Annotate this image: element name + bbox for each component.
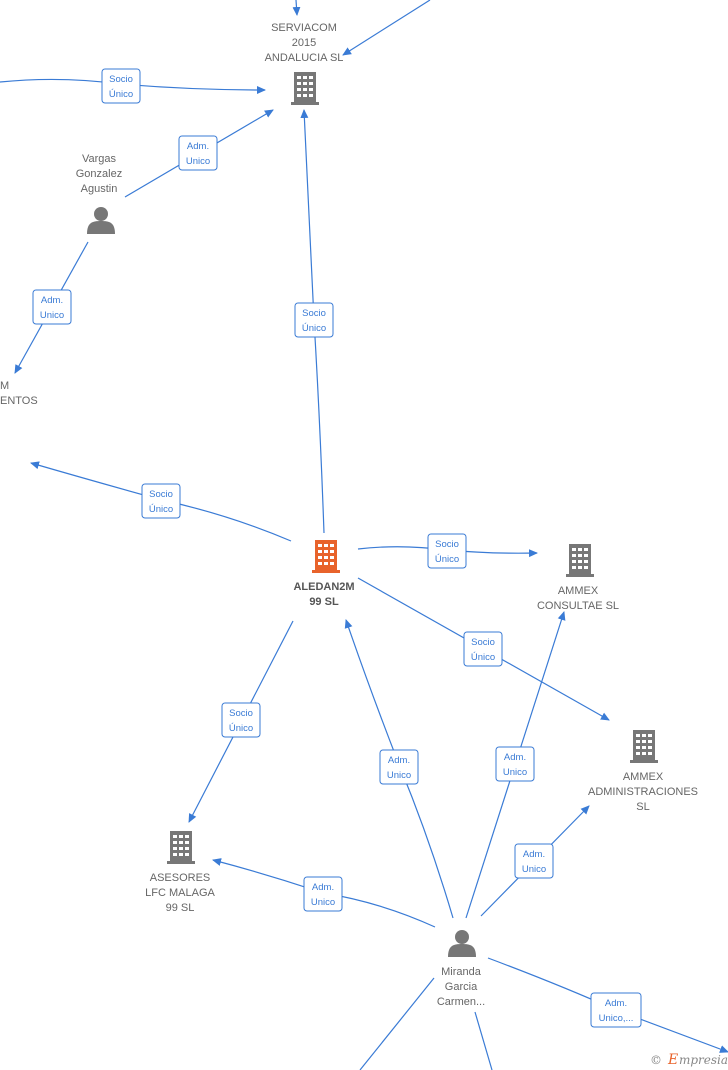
building-icon — [291, 72, 319, 105]
edge-label[interactable]: Adm. Unico — [178, 135, 218, 171]
node-label-line: M — [0, 380, 9, 392]
person-icon — [87, 207, 115, 234]
edge-label[interactable]: Adm. Unico — [379, 749, 419, 785]
edge-label-line2: Único — [149, 504, 173, 515]
edge-label-line1: Adm. — [523, 849, 545, 860]
node-ammex-admin[interactable]: AMMEX ADMINISTRACIONES SL — [588, 730, 698, 813]
edge-label-line1: Adm. — [605, 998, 627, 1009]
building-icon — [566, 544, 594, 577]
edge-label-line1: Adm. — [504, 752, 526, 763]
edge-label-line2: Unico — [387, 770, 411, 781]
edge-label-line1: Socio — [471, 637, 495, 648]
brand-initial: E — [667, 1052, 678, 1068]
node-label-line: Carmen... — [437, 996, 485, 1008]
edge-label[interactable]: Socio Único — [221, 702, 261, 738]
node-label-line: LFC MALAGA — [145, 887, 215, 899]
edge-label-line2: Unico — [186, 156, 210, 167]
node-serviacom[interactable]: SERVIACOM 2015 ANDALUCIA SL — [265, 22, 344, 105]
node-label-line: ADMINISTRACIONES — [588, 786, 698, 798]
node-label-line: AMMEX — [623, 771, 664, 783]
edge-topright-to-serviacom — [342, 0, 431, 56]
edge-label-line1: Socio — [149, 489, 173, 500]
person-icon — [448, 930, 476, 957]
edge-label[interactable]: Adm. Unico — [514, 843, 554, 879]
edge-labels: Socio Único Adm. Unico Adm. Unico Socio … — [32, 68, 642, 1028]
brand-name: mpresia — [679, 1053, 728, 1067]
node-label-line: ANDALUCIA SL — [265, 52, 344, 64]
node-miranda[interactable]: Miranda Garcia Carmen... — [437, 930, 485, 1008]
edge-label-line2: Único — [471, 652, 495, 663]
building-icon — [630, 730, 658, 763]
edge-label-line2: Unico — [522, 864, 546, 875]
node-label-line: ENTOS — [0, 395, 38, 407]
edge-label[interactable]: Adm. Unico,... — [590, 992, 642, 1028]
edge-label-line1: Adm. — [41, 295, 63, 306]
edge-label-line1: Adm. — [187, 141, 209, 152]
edge-label-line1: Socio — [302, 308, 326, 319]
edge-label-line2: Unico,... — [599, 1013, 634, 1024]
edge-label-line1: Socio — [229, 708, 253, 719]
edge-label-line2: Único — [435, 554, 459, 565]
node-vargas[interactable]: Vargas Gonzalez Agustin — [76, 153, 122, 234]
node-ammex-consultae[interactable]: AMMEX CONSULTAE SL — [537, 544, 619, 612]
edge-label-line1: Adm. — [312, 882, 334, 893]
edge-label-line2: Único — [109, 89, 133, 100]
edge-label[interactable]: Adm. Unico — [32, 289, 72, 325]
building-icon — [167, 831, 195, 864]
node-aledan[interactable]: ALEDAN2M 99 SL — [293, 540, 355, 608]
edge-label-line2: Único — [302, 323, 326, 334]
node-label-line: 2015 — [292, 37, 316, 49]
edge-label-line2: Único — [229, 723, 253, 734]
node-label-line: Vargas — [82, 153, 117, 165]
edge-label-line2: Unico — [40, 310, 64, 321]
edge-label-line2: Unico — [311, 897, 335, 908]
node-partial-left[interactable]: M ENTOS — [0, 380, 38, 407]
node-label-line: Agustin — [81, 183, 118, 195]
node-label-line: 99 SL — [166, 902, 195, 914]
edge-label-line1: Socio — [435, 539, 459, 550]
edge-label[interactable]: Socio Único — [294, 302, 334, 338]
edge-label[interactable]: Socio Único — [101, 68, 141, 104]
edge-miranda-down — [474, 1011, 493, 1070]
node-label-line: Gonzalez — [76, 168, 122, 180]
edge-label-line2: Unico — [503, 767, 527, 778]
edge-top-into-serviacom — [292, 0, 301, 16]
node-label-line: CONSULTAE SL — [537, 600, 619, 612]
edge-label[interactable]: Socio Único — [141, 483, 181, 519]
node-label-line: SERVIACOM — [271, 22, 337, 34]
node-label-line: Garcia — [445, 981, 478, 993]
edge-label[interactable]: Adm. Unico — [495, 746, 535, 782]
edge-miranda-down-left — [359, 977, 435, 1070]
copyright-symbol: © — [650, 1053, 662, 1067]
node-label-line: 99 SL — [309, 596, 339, 608]
node-label-line: ASESORES — [150, 872, 211, 884]
node-label-line: AMMEX — [558, 585, 599, 597]
building-icon — [312, 540, 340, 573]
node-label-line: SL — [636, 801, 649, 813]
edge-label[interactable]: Socio Único — [427, 533, 467, 569]
empresia-watermark: © E mpresia — [650, 1052, 728, 1068]
edge-label[interactable]: Socio Único — [463, 631, 503, 667]
edge-label-line1: Adm. — [388, 755, 410, 766]
node-label-line: Miranda — [441, 966, 482, 978]
node-asesores[interactable]: ASESORES LFC MALAGA 99 SL — [145, 831, 216, 914]
edge-label[interactable]: Adm. Unico — [303, 876, 343, 912]
node-label-line: ALEDAN2M — [293, 581, 354, 593]
edge-label-line1: Socio — [109, 74, 133, 85]
